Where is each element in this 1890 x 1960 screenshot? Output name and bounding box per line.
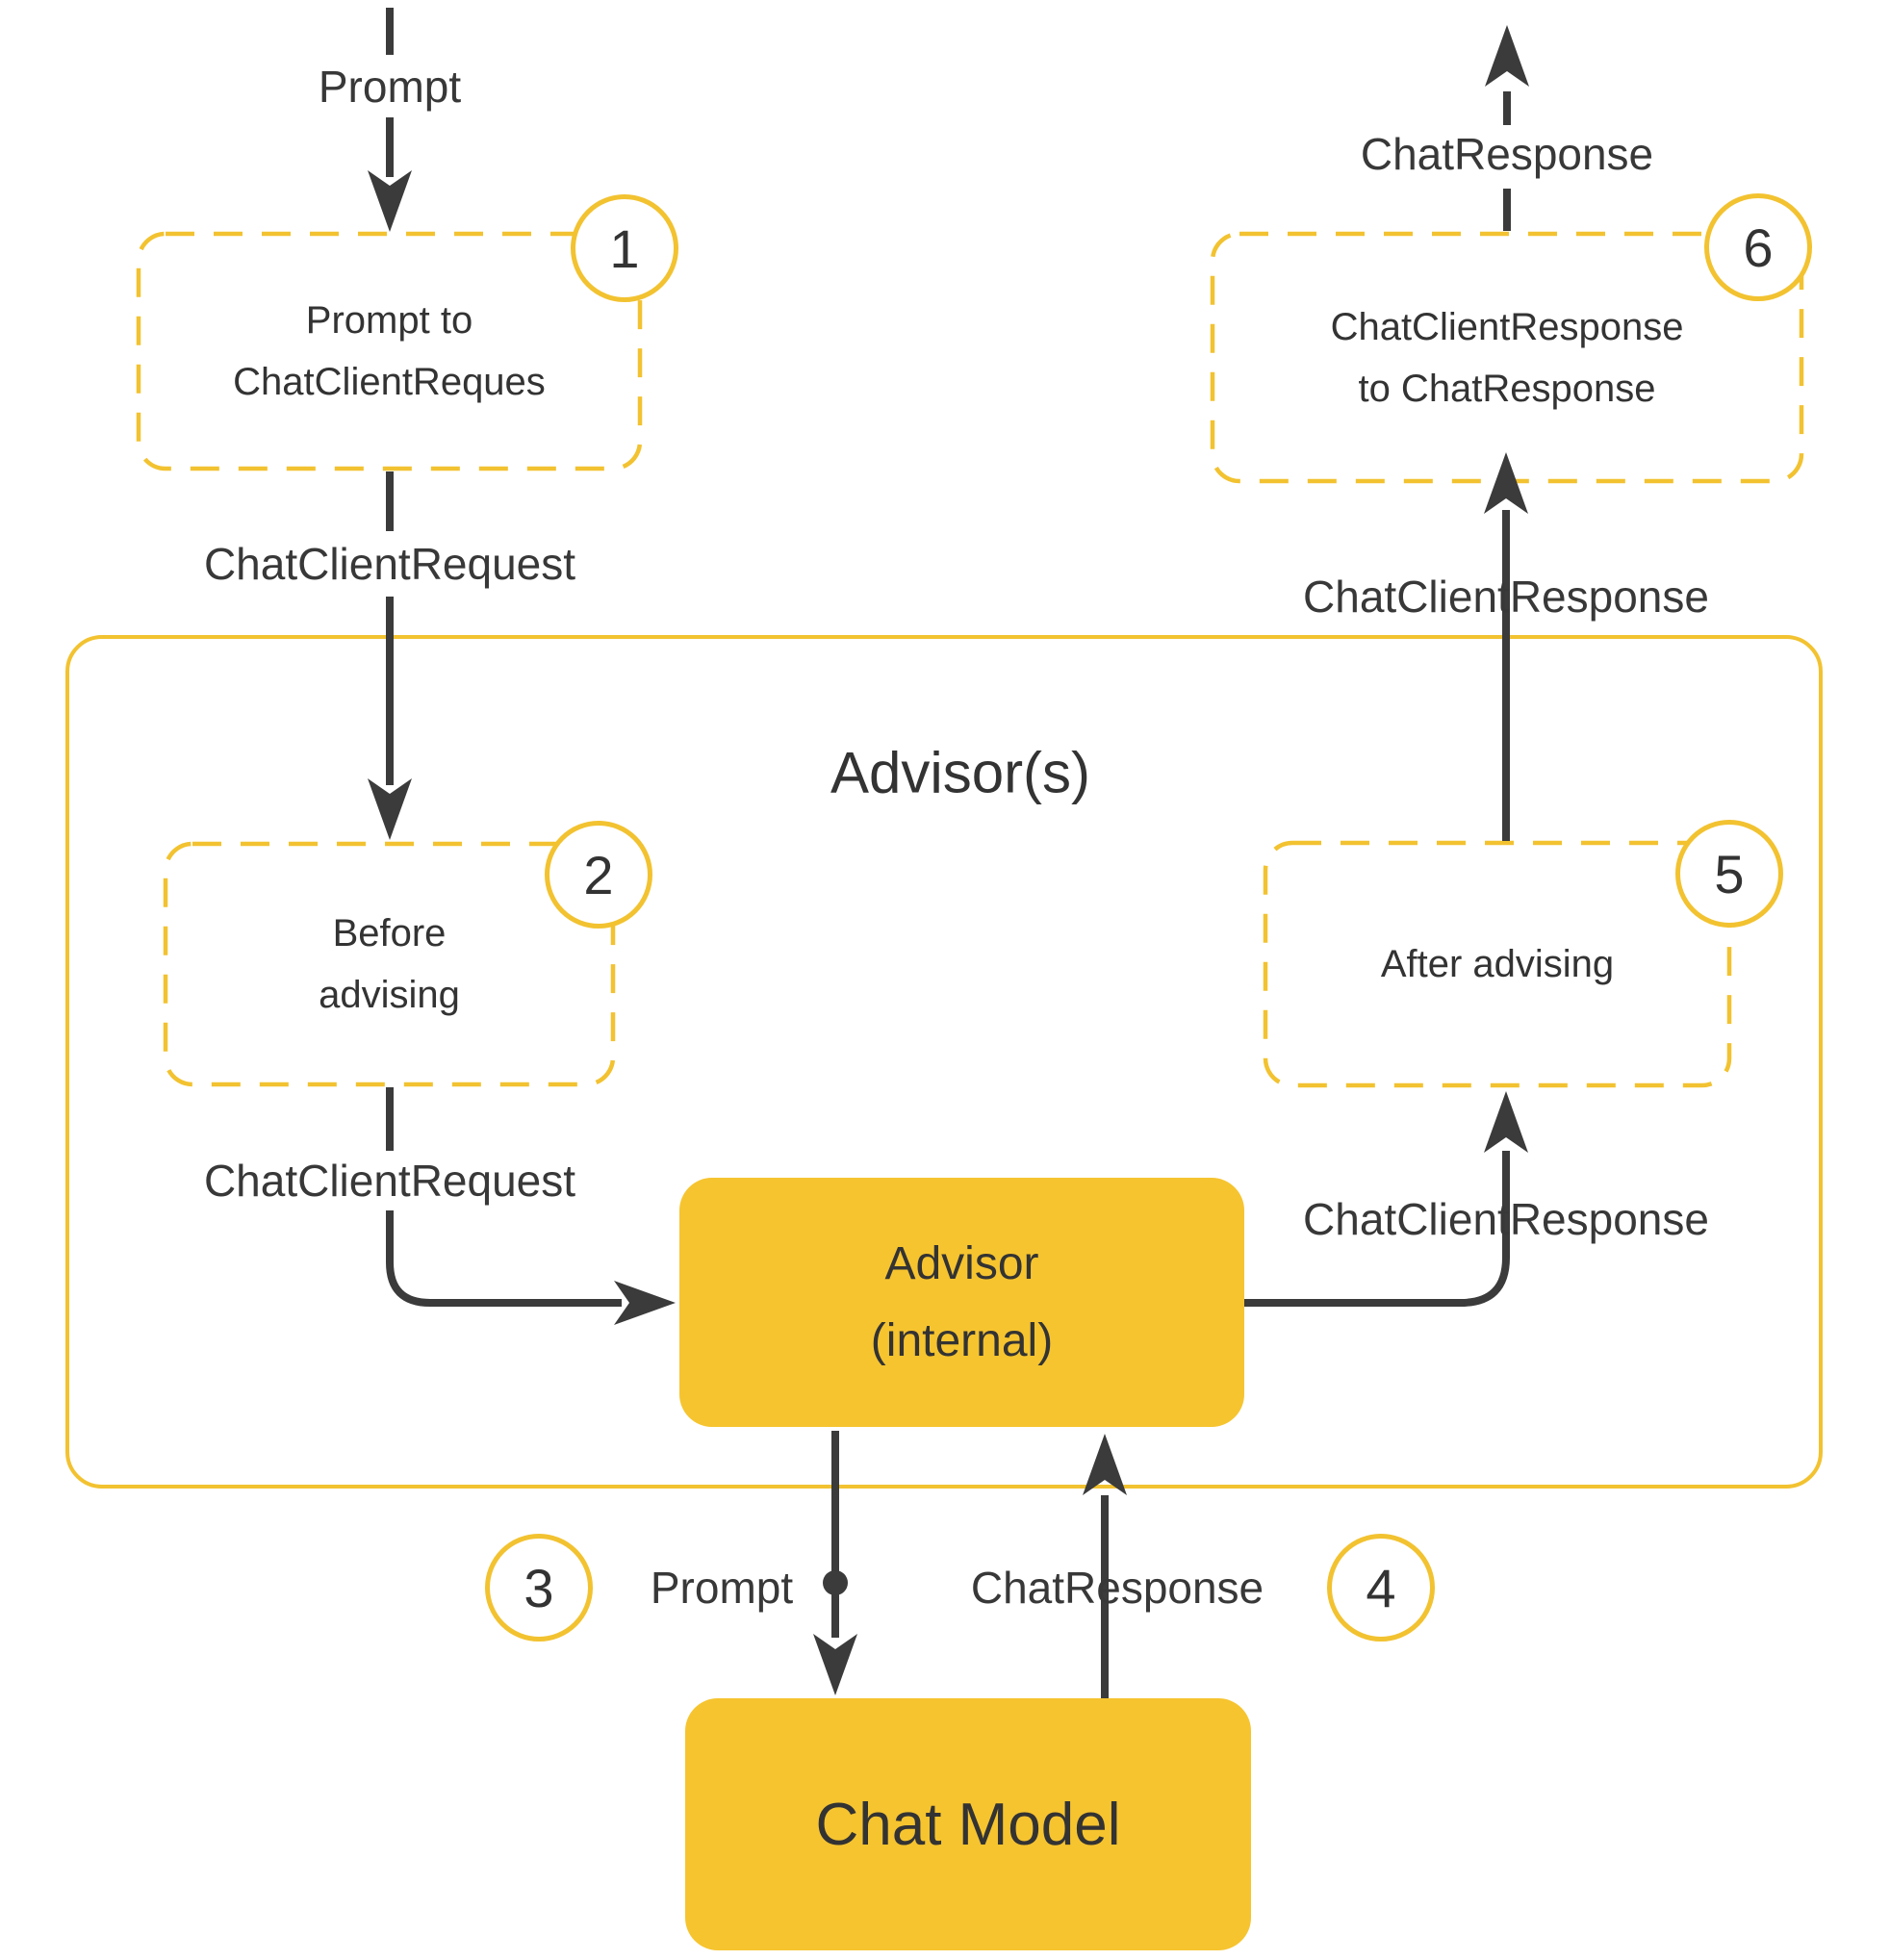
arrow-step6-to-out [1485,25,1529,231]
step1-badge: 1 [571,194,678,302]
step2-box-text: Before advising [166,844,613,1084]
edge-label-chatclientrequest-upper: ChatClientRequest [203,539,576,589]
arrow-advisor-to-step5 [1244,1091,1528,1307]
step6-badge: 6 [1704,193,1812,301]
step5-badge: 5 [1675,820,1783,928]
step5-label: After advising [1380,943,1615,985]
step6-box-text: ChatClientResponse to ChatResponse [1213,234,1801,481]
step3-badge: 3 [485,1534,593,1642]
edge-label-chatclientresponse-upper: ChatClientResponse [1303,572,1709,622]
step6-line2: to ChatResponse [1358,367,1656,410]
advisors-container-title: Advisor(s) [830,740,1091,805]
step2-box-outline [163,841,616,1087]
step5-box-text: After advising [1265,843,1729,1085]
arrow-step5-to-step6 [1484,452,1528,841]
advisor-internal-line1: Advisor [884,1238,1039,1290]
advisor-internal-node: Advisor (internal) [679,1178,1244,1427]
advisor-internal-line2: (internal) [870,1314,1054,1366]
edge-label-chatresponse-top: ChatResponse [1360,129,1654,179]
edge-label-chatclientrequest-inner: ChatClientRequest [203,1156,576,1206]
step2-badge: 2 [545,821,652,929]
edge-label-prompt-top: Prompt [318,62,462,112]
chat-model-label: Chat Model [815,1791,1121,1858]
advisors-container-outline [65,635,1823,1489]
edge-label-chatresponse-lower: ChatResponse [970,1563,1264,1613]
step6-line1: ChatClientResponse [1330,305,1684,348]
chat-model-node: Chat Model [685,1698,1251,1950]
arrow-chatmodel-to-advisor [1083,1434,1127,1698]
step2-line1: Before [332,912,447,955]
step1-line1: Prompt to [305,299,473,342]
step4-badge: 4 [1327,1534,1435,1642]
step1-box-text: Prompt to ChatClientReques [139,234,640,469]
arrow-prompt-to-step1 [368,8,412,232]
arrow-step1-to-step2 [368,471,412,840]
arrow-step2-to-advisor [386,1087,676,1325]
edge-label-chatclientresponse-inner: ChatClientResponse [1303,1194,1709,1244]
arrow-advisor-to-chatmodel [813,1431,857,1695]
edge-label-prompt-lower: Prompt [650,1563,794,1613]
step2-line2: advising [319,974,460,1016]
step5-box-outline [1263,840,1732,1088]
step1-box-outline [136,231,643,471]
step1-line2: ChatClientReques [233,361,546,403]
